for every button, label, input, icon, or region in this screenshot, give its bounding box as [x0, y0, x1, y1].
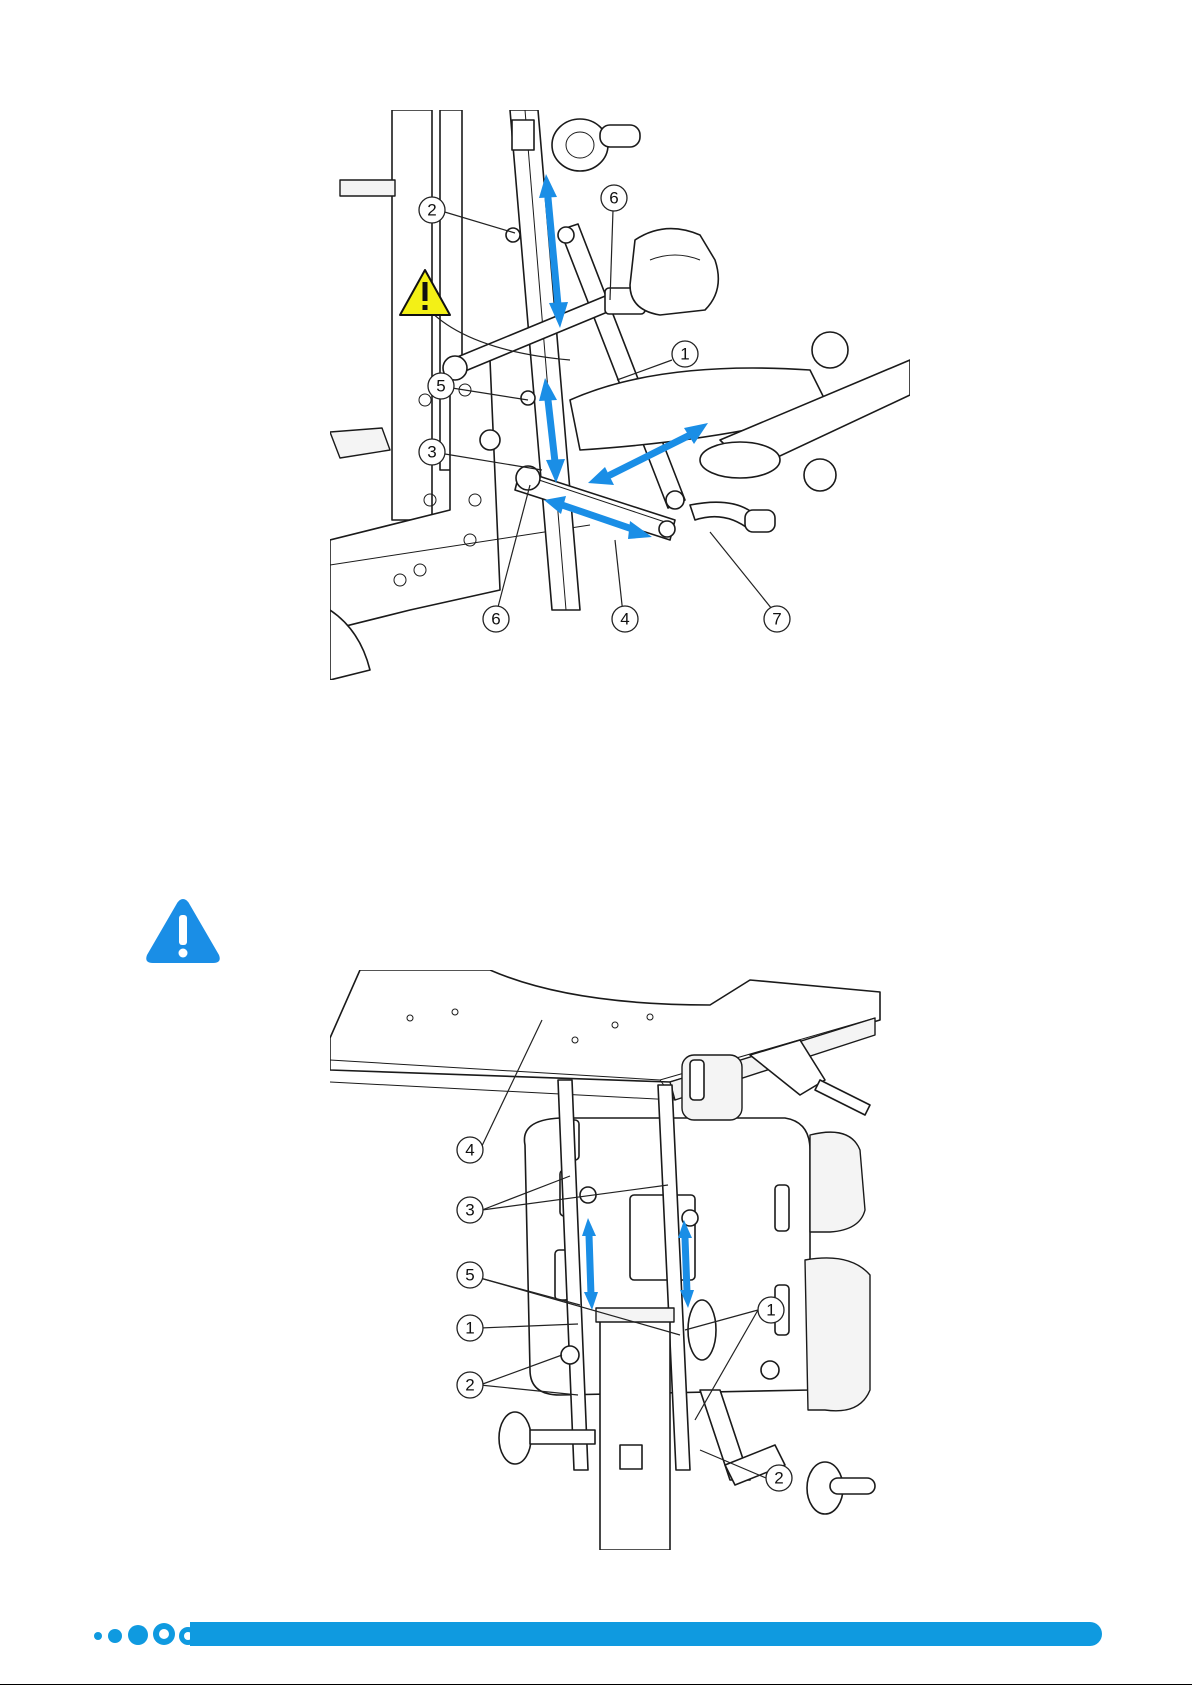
callout-3: 3 [419, 439, 445, 465]
callout-1: 1 [672, 341, 698, 367]
callout-3: 3 [457, 1197, 483, 1223]
svg-text:1: 1 [766, 1301, 775, 1320]
callout-5: 5 [457, 1262, 483, 1288]
caution-triangle-icon [143, 895, 223, 967]
callout-7: 7 [764, 606, 790, 632]
svg-text:1: 1 [465, 1319, 474, 1338]
figure-1-adjustment-diagram: 2 6 1 5 3 6 4 7 [330, 110, 910, 680]
callout-2: 2 [419, 197, 445, 223]
figure-2-table-adjustment-diagram: 4 3 5 1 2 1 2 [330, 970, 910, 1550]
central-post [596, 1308, 674, 1550]
svg-text:3: 3 [427, 443, 436, 462]
callout-6-top: 6 [601, 185, 627, 211]
svg-text:4: 4 [620, 610, 629, 629]
svg-text:7: 7 [772, 610, 781, 629]
callout-6-bottom: 6 [483, 606, 509, 632]
svg-text:2: 2 [465, 1376, 474, 1395]
svg-text:3: 3 [465, 1201, 474, 1220]
callout-4: 4 [457, 1137, 483, 1163]
callout-1-right: 1 [758, 1297, 784, 1323]
callout-5: 5 [428, 373, 454, 399]
foot-cuff [630, 229, 718, 315]
callout-1-left: 1 [457, 1315, 483, 1341]
footer-bar [190, 1622, 1102, 1646]
svg-text:1: 1 [680, 345, 689, 364]
knob [480, 430, 500, 450]
svg-text:6: 6 [609, 189, 618, 208]
svg-text:2: 2 [774, 1469, 783, 1488]
knob [506, 228, 520, 242]
knob [521, 391, 535, 405]
handwheel [552, 119, 640, 171]
svg-text:5: 5 [436, 377, 445, 396]
callout-4: 4 [612, 606, 638, 632]
svg-text:6: 6 [491, 610, 500, 629]
svg-text:2: 2 [427, 201, 436, 220]
svg-text:5: 5 [465, 1266, 474, 1285]
callout-2-right: 2 [766, 1465, 792, 1491]
callout-2-left: 2 [457, 1372, 483, 1398]
svg-text:4: 4 [465, 1141, 474, 1160]
